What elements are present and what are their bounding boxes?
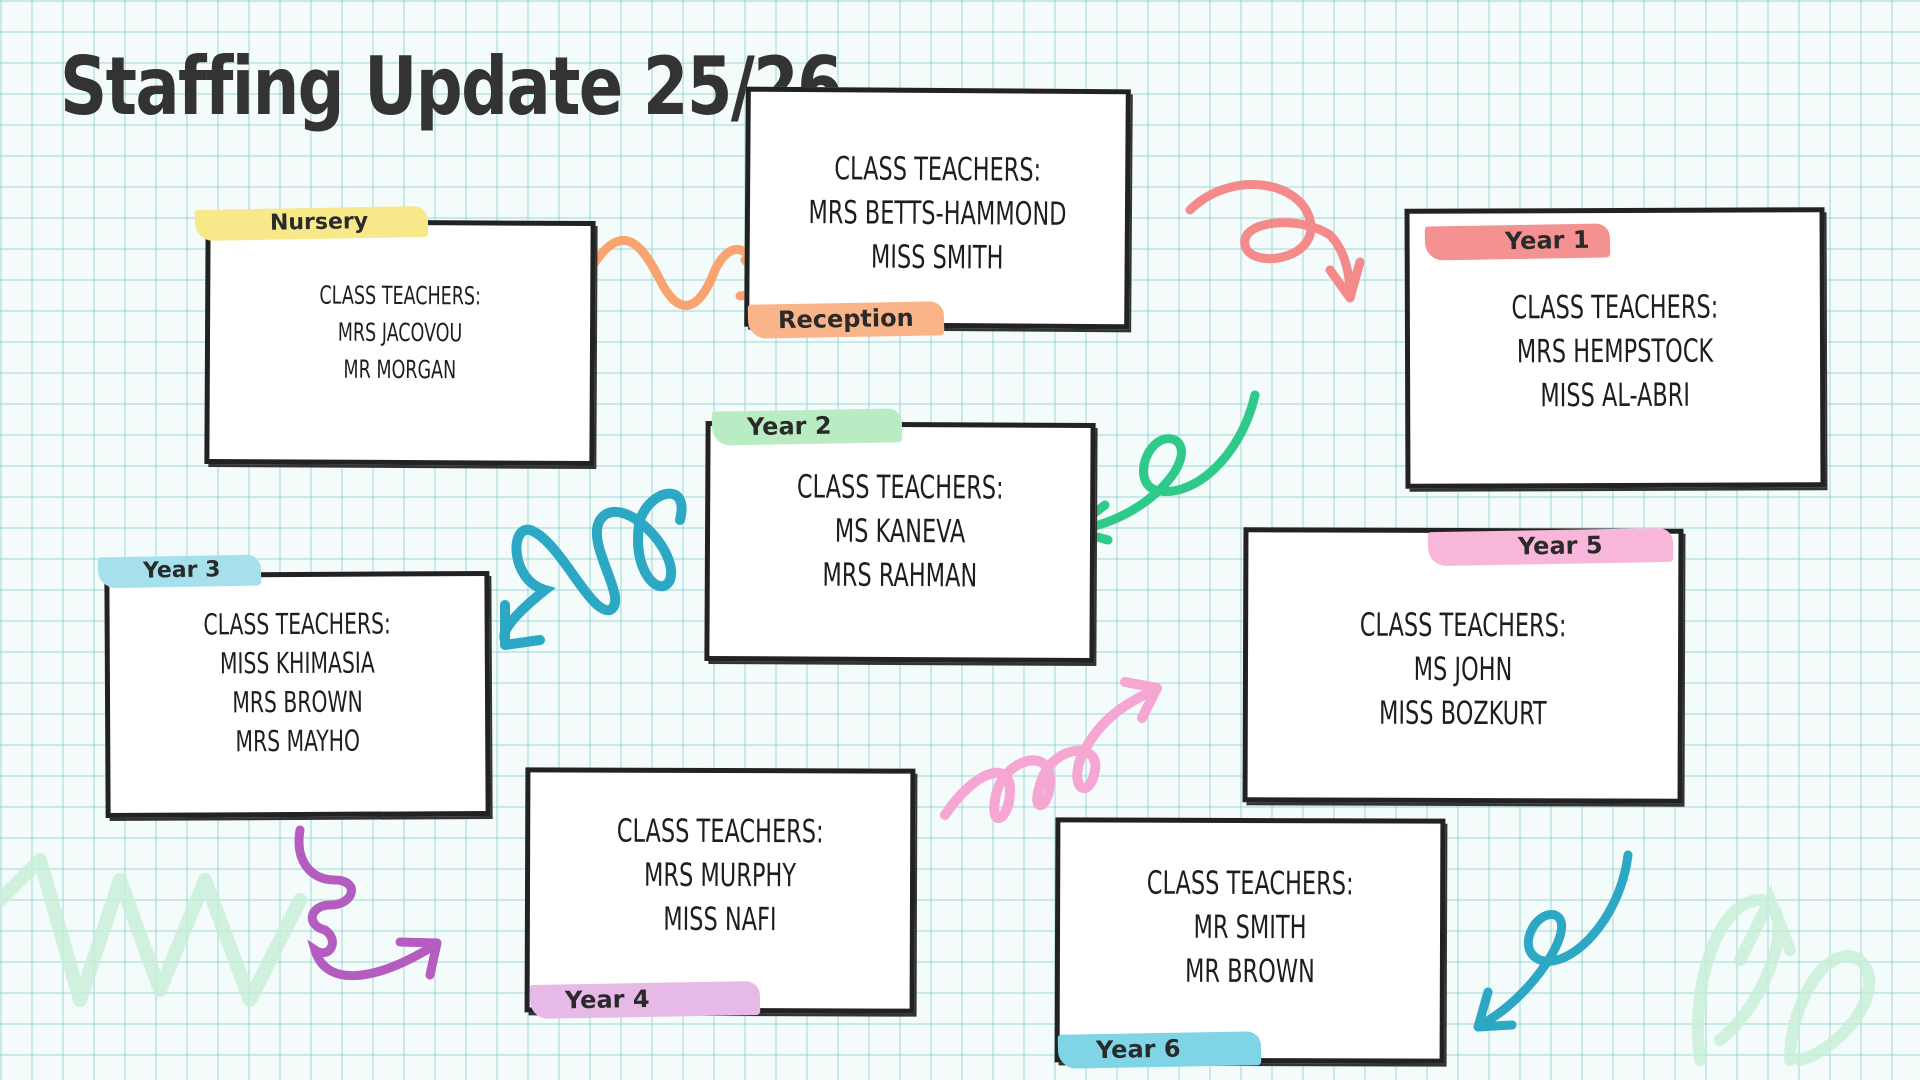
class-card-year4: CLASS TEACHERS: MRS MURPHY MISS NAFI [524,767,916,1014]
arrowhead-year4 [395,937,442,980]
class-label-nursery: Nursery [194,205,429,242]
teacher-name: MS KANEVA [834,511,966,551]
class-label-year2: Year 2 [711,408,902,446]
teacher-name: MR BROWN [1184,951,1315,991]
teacher-name: MRS MAYHO [235,723,361,759]
class-teachers-heading: CLASS TEACHERS: [616,811,824,851]
arrow-year1-to-year2 [1070,390,1260,535]
teacher-name: MS JOHN [1413,649,1513,689]
class-teachers-heading: CLASS TEACHERS: [203,606,391,642]
background-loop-doodle [1692,885,1876,1066]
teacher-name: MR MORGAN [343,354,457,385]
class-label-year6: Year 6 [1057,1031,1261,1069]
teacher-name: MISS BOZKURT [1378,693,1547,733]
class-card-year3: CLASS TEACHERS: MISS KHIMASIA MRS BROWN … [104,570,491,819]
teacher-name: MR SMITH [1193,907,1307,947]
arrow-year2-to-year3 [499,488,687,645]
class-teachers-heading: CLASS TEACHERS: [796,467,1004,507]
class-label-year5: Year 5 [1427,527,1673,567]
class-teachers-heading: CLASS TEACHERS: [1359,605,1567,645]
teacher-name: MISS KHIMASIA [219,645,375,681]
arrow-year5-to-year6 [1475,850,1633,1030]
class-teachers-heading: CLASS TEACHERS: [319,280,482,311]
teacher-name: MISS AL-ABRI [1540,375,1691,415]
arrow-nursery-to-reception [585,235,775,310]
arrow-reception-to-year1 [1185,180,1355,300]
class-card-year5: CLASS TEACHERS: MS JOHN MISS BOZKURT [1242,527,1684,804]
background-zigzag-doodle [0,853,307,1007]
class-label-reception: Reception [747,301,945,339]
class-label-year4: Year 4 [529,980,760,1020]
arrowhead-year6 [1473,987,1517,1032]
teacher-name: MRS BROWN [232,684,363,720]
class-teachers-heading: CLASS TEACHERS: [1146,863,1354,903]
class-label-year1: Year 1 [1424,223,1610,261]
page-title: Staffing Update 25/26 [60,40,843,133]
class-teachers-heading: CLASS TEACHERS: [834,149,1042,189]
teacher-name: MRS RAHMAN [822,555,978,595]
teacher-name: MRS HEMPSTOCK [1516,331,1714,371]
teacher-name: MRS BETTS-HAMMOND [808,193,1067,233]
teacher-name: MRS JACOVOU [337,317,463,348]
teacher-name: MISS NAFI [663,899,777,939]
class-card-reception: CLASS TEACHERS: MRS BETTS-HAMMOND MISS S… [744,86,1131,330]
arrowhead-year1 [1325,257,1365,303]
arrow-year3-to-year4 [294,825,440,981]
arrow-year4-to-year5 [940,685,1160,824]
class-teachers-heading: CLASS TEACHERS: [1511,287,1719,327]
teacher-name: MRS MURPHY [644,855,797,895]
arrowhead-year3 [500,600,545,650]
class-card-year6: CLASS TEACHERS: MR SMITH MR BROWN [1054,817,1446,1064]
teacher-name: MISS SMITH [870,237,1004,277]
arrowhead-year5 [1120,677,1162,723]
class-card-year2: CLASS TEACHERS: MS KANEVA MRS RAHMAN [704,420,1096,664]
class-label-year3: Year 3 [97,554,261,589]
class-card-nursery: CLASS TEACHERS: MRS JACOVOU MR MORGAN [204,218,596,467]
